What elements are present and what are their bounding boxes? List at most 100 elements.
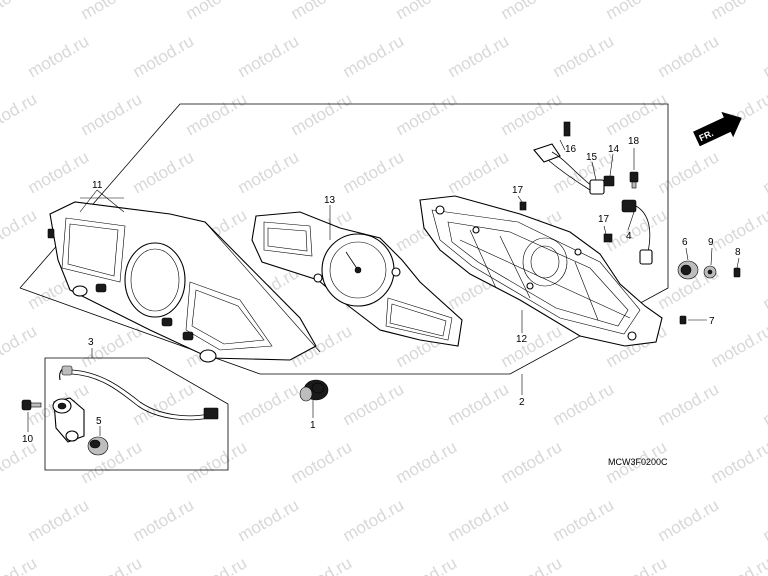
callout-10: 10 [22, 434, 34, 445]
callout-16: 16 [565, 144, 577, 155]
watermark-text: motod.ru [78, 89, 146, 139]
watermark-text: motod.ru [445, 31, 513, 81]
watermark-text: motod.ru [340, 147, 408, 197]
callout-8: 8 [735, 247, 741, 258]
wire-harness [52, 365, 219, 443]
watermark-text: motod.ru [445, 379, 513, 429]
watermark-text: motod.ru [0, 0, 40, 23]
callout-18: 18 [628, 136, 640, 147]
watermark-text: motod.ru [340, 379, 408, 429]
callout-5: 5 [96, 416, 102, 427]
watermark-text: motod.ru [235, 495, 303, 545]
bulb-sleeve [87, 436, 109, 456]
watermark-text: motod.ru [498, 553, 566, 576]
callout-1: 1 [310, 420, 316, 431]
watermark-text: motod.ru [0, 89, 40, 139]
assembly-outline [19, 103, 669, 375]
watermark-text: motod.ru [498, 89, 566, 139]
callout-7: 7 [709, 316, 715, 327]
watermark-text: motod.ru [708, 553, 768, 576]
watermark-text: motod.ru [183, 437, 251, 487]
watermark-text: motod.ru [130, 31, 198, 81]
watermark-text: motod.ru [760, 495, 768, 545]
watermark-text: motod.ru [340, 495, 408, 545]
sub-harness [621, 199, 653, 265]
watermark-text: motod.ru [0, 437, 40, 487]
watermark-text: motod.ru [235, 147, 303, 197]
screw-7 [679, 315, 687, 325]
watermark-text: motod.ru [25, 31, 93, 81]
watermark-text: motod.ru [550, 495, 618, 545]
watermark-text: motod.ru [0, 553, 40, 576]
watermark-text: motod.ru [340, 31, 408, 81]
watermark-text: motod.ru [498, 321, 566, 371]
watermark-text: motod.ru [760, 379, 768, 429]
watermark-text: motod.ru [445, 147, 513, 197]
watermark-text: motod.ru [655, 379, 723, 429]
watermark-text: motod.ru [708, 437, 768, 487]
watermark-text: motod.ru [0, 205, 40, 255]
callout-6: 6 [682, 237, 688, 248]
watermark-text: motod.ru [760, 31, 768, 81]
rubber-mount [677, 260, 699, 280]
watermark-text: motod.ru [393, 437, 461, 487]
watermark-text: motod.ru [288, 0, 356, 23]
meter-case-back [419, 195, 663, 347]
watermark-text: motod.ru [78, 553, 146, 576]
screw-8 [733, 267, 741, 278]
callout-17-top: 17 [512, 185, 524, 196]
subassembly-box [44, 357, 229, 471]
callout-11: 11 [92, 180, 103, 191]
watermark-text: motod.ru [393, 0, 461, 23]
watermark-text: motod.ru [550, 379, 618, 429]
connector [589, 175, 615, 195]
bolt-10 [21, 399, 42, 411]
callout-13: 13 [324, 195, 336, 206]
speed-sensor [533, 121, 593, 191]
watermark-text: motod.ru [603, 553, 671, 576]
grommet [299, 379, 329, 402]
watermark-text: motod.ru [655, 31, 723, 81]
watermark-text: motod.ru [603, 89, 671, 139]
watermark-text: motod.ru [183, 0, 251, 23]
watermark-text: motod.ru [655, 147, 723, 197]
watermark-text: motod.ru [25, 147, 93, 197]
watermark-text: motod.ru [288, 553, 356, 576]
watermark-text: motod.ru [235, 379, 303, 429]
watermark-text: motod.ru [288, 89, 356, 139]
watermark-text: motod.ru [393, 89, 461, 139]
watermark-text: motod.ru [130, 147, 198, 197]
callout-14: 14 [608, 144, 620, 155]
watermark-text: motod.ru [550, 31, 618, 81]
watermark-text: motod.ru [708, 321, 768, 371]
leader-lines [27, 139, 740, 436]
watermark-text: motod.ru [183, 553, 251, 576]
callout-9: 9 [708, 237, 714, 248]
bolt-17-mid [603, 233, 613, 243]
diagram-code: MCW3F0200C [608, 457, 668, 467]
watermark-text: motod.ru [235, 31, 303, 81]
watermark-text: motod.ru [603, 0, 671, 23]
callout-4: 4 [626, 231, 632, 242]
watermark-text: motod.ru [445, 495, 513, 545]
watermark-text: motod.ru [655, 495, 723, 545]
watermark-text: motod.ru [498, 437, 566, 487]
bolt-17-top [519, 201, 527, 211]
watermark-text: motod.ru [0, 321, 40, 371]
callout-12: 12 [516, 334, 528, 345]
watermark-text: motod.ru [393, 553, 461, 576]
watermark-text: motod.ru [78, 0, 146, 23]
watermark-text: motod.ru [708, 0, 768, 23]
washer [703, 265, 717, 279]
watermark-text: motod.ru [130, 379, 198, 429]
watermark-text: motod.ru [603, 205, 671, 255]
callouts: 11 13 12 2 1 3 5 10 16 15 14 18 17 17 4 … [22, 136, 741, 445]
watermark-text: motod.ru [25, 495, 93, 545]
watermark-text: motod.ru [760, 147, 768, 197]
callout-3: 3 [88, 337, 94, 348]
watermark-text: motod.ru [78, 437, 146, 487]
watermark-text: motod.ru [183, 89, 251, 139]
watermark-text: motod.ru [498, 0, 566, 23]
